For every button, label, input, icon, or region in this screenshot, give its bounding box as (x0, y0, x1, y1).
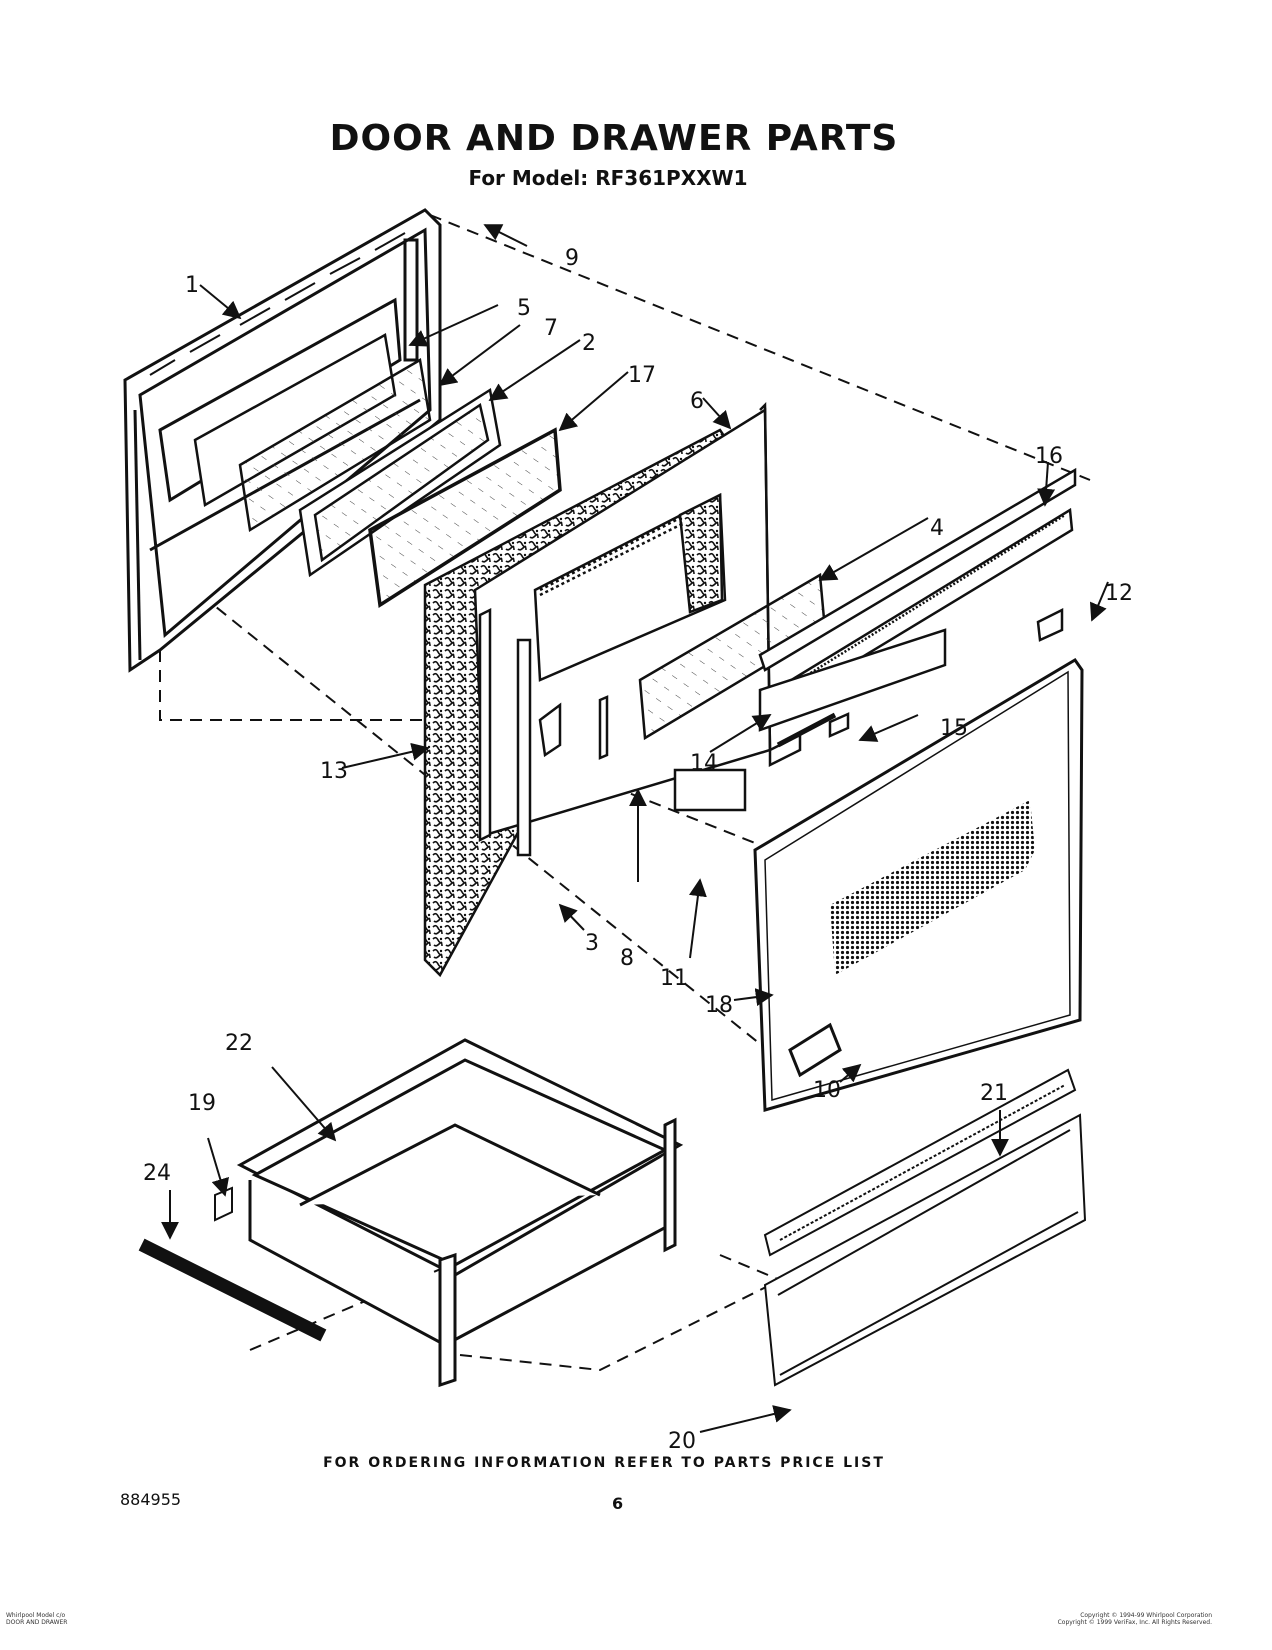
callout-22: 22 (225, 1031, 253, 1056)
copyright-caption: Copyright © 1994-99 Whirlpool Corporatio… (1058, 1612, 1212, 1626)
callout-13: 13 (320, 759, 348, 784)
callout-12: 12 (1105, 581, 1133, 606)
callout-18: 18 (705, 993, 733, 1018)
callout-leader-lines (161, 224, 1109, 1433)
callout-9: 9 (565, 246, 579, 271)
diagram-title: DOOR AND DRAWER PARTS (329, 118, 899, 159)
storage-drawer (236, 1038, 684, 1388)
callout-17: 17 (628, 363, 656, 388)
callout-16: 16 (1035, 444, 1063, 469)
callout-numbers: 9 1 5 7 2 17 6 16 4 12 15 14 13 3 8 11 1… (143, 246, 1133, 1454)
model-subtitle: For Model: RF361PXXW1 (468, 166, 748, 190)
callout-3: 3 (585, 931, 599, 956)
callout-6: 6 (690, 389, 704, 414)
source-caption-left-line1: Whirlpool Model c/o (6, 1612, 66, 1619)
callout-10: 10 (813, 1078, 841, 1103)
source-caption-left: Whirlpool Model c/o DOOR AND DRAWER (6, 1612, 67, 1626)
door-glass-panels (193, 333, 562, 608)
insulation-and-inner-door (423, 402, 772, 978)
page-number: 6 (612, 1494, 624, 1513)
callout-7: 7 (544, 316, 558, 341)
callout-1: 1 (185, 273, 199, 298)
callout-20: 20 (668, 1429, 696, 1454)
outer-door-panel (753, 657, 1084, 1112)
callout-15: 15 (940, 716, 968, 741)
callout-14: 14 (690, 751, 718, 776)
callout-5: 5 (517, 296, 531, 321)
window-glass-and-trim (638, 467, 1077, 812)
callout-4: 4 (930, 516, 944, 541)
copyright-line2: Copyright © 1999 VeriFax, Inc. All Right… (1057, 1619, 1212, 1626)
callout-21: 21 (980, 1081, 1008, 1106)
callout-11: 11 (660, 966, 688, 991)
callout-8: 8 (620, 946, 634, 971)
source-caption-left-line2: DOOR AND DRAWER (6, 1619, 68, 1626)
ordering-info-note: FOR ORDERING INFORMATION REFER TO PARTS … (323, 1455, 885, 1471)
document-number: 884955 (120, 1490, 182, 1509)
callout-19: 19 (188, 1091, 216, 1116)
copyright-line1: Copyright © 1994-99 Whirlpool Corporatio… (1080, 1612, 1212, 1619)
callout-24: 24 (143, 1161, 171, 1186)
callout-2: 2 (582, 331, 596, 356)
drawer-parts (138, 1068, 1087, 1387)
